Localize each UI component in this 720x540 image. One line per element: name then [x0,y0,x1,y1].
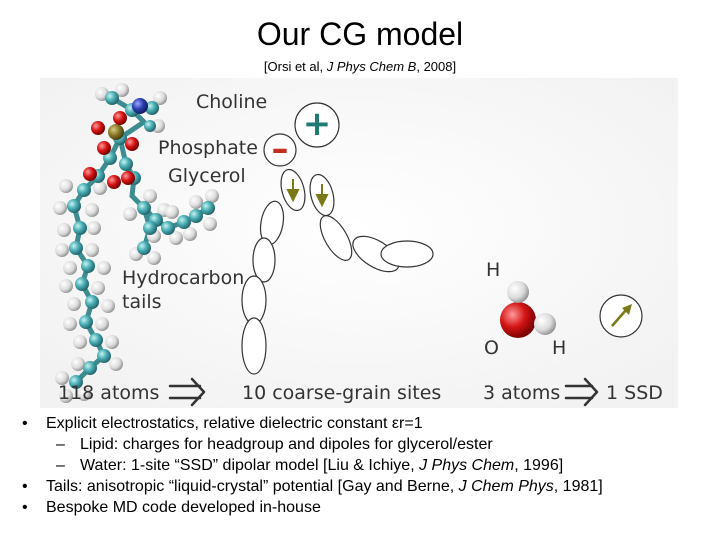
label-glycerol: Glycerol [168,165,246,187]
citation-prefix: [Orsi et al, [263,59,327,74]
ssd-site [599,294,643,338]
sub-bullet-suffix: , 1996] [514,457,564,474]
label-tails: tails [122,291,162,313]
model-figure: Choline Phosphate Glycerol Hydrocarbon t… [40,78,678,408]
water-molecule [500,281,556,338]
dash-marker: – [56,436,65,453]
label-choline: Choline [196,91,267,113]
dash-marker: – [56,457,65,474]
sub-bullet-water: – Water: 1-site “SSD” dipolar model [Liu… [22,455,712,476]
label-118-atoms: 118 atoms [58,382,159,404]
sub-bullet-text: Water: 1-site “SSD” dipolar model [Liu &… [80,457,420,474]
bullet-tails: • Tails: anisotropic “liquid-crystal” po… [22,476,712,497]
bullet-text: Tails: anisotropic “liquid-crystal” pote… [46,478,459,495]
bullet-electrostatics: • Explicit electrostatics, relative diel… [22,413,712,434]
arrow-icon [168,377,206,407]
journal-name: J Phys Chem [419,457,515,474]
label-o: O [484,337,499,359]
label-h-bottom: H [552,337,566,359]
journal-name: J Chem Phys [458,478,554,495]
citation-journal: J Phys Chem B [326,59,417,74]
bullet-marker: • [22,499,28,516]
bullet-list: • Explicit electrostatics, relative diel… [22,413,712,518]
bullet-marker: • [22,415,28,432]
plus-charge: + [303,104,332,144]
minus-charge: – [272,129,289,169]
citation: [Orsi et al, J Phys Chem B, 2008] [0,59,720,74]
label-phosphate: Phosphate [158,137,258,159]
bullet-text: Bespoke MD code developed in-house [46,499,321,516]
glycerol-dipole-arrows [286,179,329,208]
label-1-ssd: 1 SSD [606,382,663,404]
atomistic-lipid-model [53,83,219,403]
bullet-suffix: , 1981] [553,478,603,495]
label-cg-sites: 10 coarse-grain sites [242,382,441,404]
bullet-text: Explicit electrostatics, relative dielec… [46,415,423,432]
slide-title: Our CG model [256,16,464,52]
sub-bullet-text: Lipid: charges for headgroup and dipoles… [80,436,493,453]
bullet-md-code: • Bespoke MD code developed in-house [22,497,712,518]
arrow-icon [564,377,599,407]
label-hydrocarbon: Hydrocarbon [122,267,244,289]
citation-suffix: , 2008] [416,59,457,74]
sub-bullet-lipid: – Lipid: charges for headgroup and dipol… [22,434,712,455]
label-3-atoms: 3 atoms [483,382,560,404]
label-h-top: H [486,259,500,281]
bullet-marker: • [22,478,28,495]
